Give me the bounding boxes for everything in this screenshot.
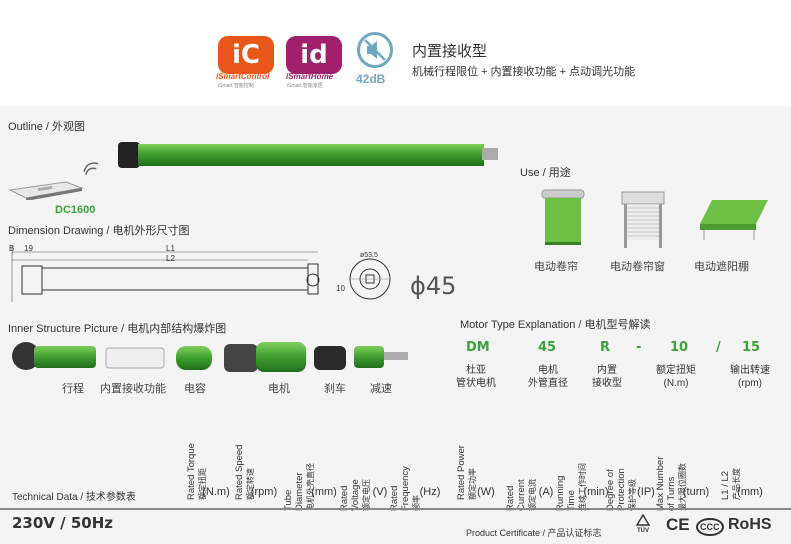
code-dash: - <box>636 340 642 355</box>
tech-column-unit: (V) <box>372 486 388 498</box>
use-item-1: 电动卷帘 <box>534 261 578 273</box>
code-r: R <box>600 340 611 355</box>
tuv-label: TÜV <box>637 528 649 534</box>
logo1-caption: iSmartControl <box>216 72 270 81</box>
desc-10: 额定扭矩 (N.m) <box>656 365 696 389</box>
roller-blind-icon <box>540 188 586 250</box>
header: iC iSmartControl iSmart 智能控制 id iSmartHo… <box>0 0 791 106</box>
code-dm: DM <box>466 340 490 355</box>
motor-outline-image <box>116 138 504 172</box>
dim-19: 19 <box>24 244 33 253</box>
structure-label-1: 行程 <box>62 383 84 395</box>
logo1-letters: iC <box>232 40 260 70</box>
tech-column-en: Degree of Protection <box>605 468 627 511</box>
tech-column-en: Tube Diameter <box>283 472 305 511</box>
tech-column-unit: (W) <box>477 486 495 498</box>
tuv-icon: TÜV <box>635 513 651 534</box>
use-item-3: 电动遮阳棚 <box>694 261 749 273</box>
tech-column-unit: (mm) <box>737 486 763 498</box>
ismarthome-logo: id <box>286 36 342 74</box>
dimension-title: Dimension Drawing / 电机外形尺寸图 <box>8 225 190 237</box>
dim-phi-small: ø53.5 <box>360 252 378 259</box>
mute-speaker-icon <box>357 32 393 68</box>
code-10: 10 <box>670 340 689 355</box>
cert-label: Product Certificate / 产品认证标志 <box>466 528 602 538</box>
tech-column-en: Rated Current <box>505 479 527 511</box>
tech-column-cn: 最大限位圈数 <box>678 463 687 511</box>
structure-title: Inner Structure Picture / 电机内部结构爆炸图 <box>8 323 227 335</box>
tech-column-cn: 额定电流 <box>528 479 537 511</box>
tech-column-unit: (turn) <box>682 486 710 498</box>
tech-column-unit: (mm) <box>311 486 337 498</box>
structure-label-6: 减速 <box>370 383 392 395</box>
tech-column-unit: (min) <box>583 486 609 498</box>
desc-r: 内置 接收型 <box>592 365 622 389</box>
rohs-mark: RoHS <box>728 516 772 533</box>
use-item-2: 电动卷帘窗 <box>610 261 665 273</box>
tech-column-cn: 连续工作时间 <box>578 463 587 511</box>
code-45: 45 <box>538 340 557 355</box>
tech-column-en: Rated Frequency <box>389 466 411 511</box>
tech-column-unit: (N.m) <box>202 486 230 498</box>
tech-column-cn: 电机外壳直径 <box>306 463 315 511</box>
remote-control <box>8 178 84 201</box>
exploded-motor-image <box>8 336 428 380</box>
dimension-drawing <box>8 242 328 304</box>
dim-10: 10 <box>336 284 345 293</box>
tech-column-en: Running Time <box>555 475 577 511</box>
code-15: 15 <box>742 340 761 355</box>
noise-level: 42dB <box>356 72 386 86</box>
desc-15: 输出转速 (rpm) <box>730 365 770 389</box>
logo1-sub: iSmart 智能控制 <box>218 83 254 89</box>
tech-column-cn: 保护等级 <box>628 479 637 511</box>
logo2-caption: iSmartHome <box>286 72 334 81</box>
structure-label-5: 刹车 <box>324 383 346 395</box>
tech-column-cn: 频率 <box>412 495 421 511</box>
use-title: Use / 用途 <box>520 167 571 179</box>
motor-type-title: Motor Type Explanation / 电机型号解读 <box>460 319 651 331</box>
structure-label-2: 内置接收功能 <box>100 383 166 395</box>
end-view-drawing <box>340 252 394 302</box>
product-subtitle: 机械行程限位 + 内置接收功能 + 点动调光功能 <box>412 66 636 78</box>
logo2-letters: id <box>300 40 328 70</box>
dim-l1: L1 <box>166 244 175 253</box>
product-title: 内置接收型 <box>412 43 488 60</box>
dim-l2: L2 <box>166 254 175 263</box>
outline-title: Outline / 外观图 <box>8 121 86 133</box>
roller-shutter-icon <box>620 190 666 250</box>
footer-divider <box>0 508 791 510</box>
dim-b: B <box>9 244 15 253</box>
awning-icon <box>698 198 772 242</box>
logo2-sub: iSmart 智能家居 <box>287 83 323 89</box>
structure-label-4: 电机 <box>268 383 290 395</box>
remote-label: DC1600 <box>55 204 96 216</box>
tech-label: Technical Data / 技术参数表 <box>12 492 136 503</box>
spec-panel <box>0 106 791 544</box>
ce-mark: CE <box>666 515 690 534</box>
structure-label-3: 电容 <box>184 383 206 395</box>
tech-column-unit: (rpm) <box>250 486 278 498</box>
tech-column-en: Rated Voltage <box>339 479 361 511</box>
tech-column-cn: 额定电压 <box>362 479 371 511</box>
code-slash: / <box>716 340 721 355</box>
wireless-signal-icon <box>80 158 102 185</box>
tech-column-en: Max Number of Turns <box>655 456 677 511</box>
tech-column-unit: (IP) <box>637 486 655 498</box>
tech-column-unit: (Hz) <box>419 486 441 498</box>
tech-column-unit: (A) <box>538 486 554 498</box>
power-spec: 230V / 50Hz <box>12 514 114 532</box>
diameter-label: ϕ45 <box>410 272 457 300</box>
desc-45: 电机 外管直径 <box>528 365 568 389</box>
ccc-mark: CCC <box>696 518 724 536</box>
ismartcontrol-logo: iC <box>218 36 274 74</box>
desc-dm: 杜亚 管状电机 <box>456 365 496 389</box>
